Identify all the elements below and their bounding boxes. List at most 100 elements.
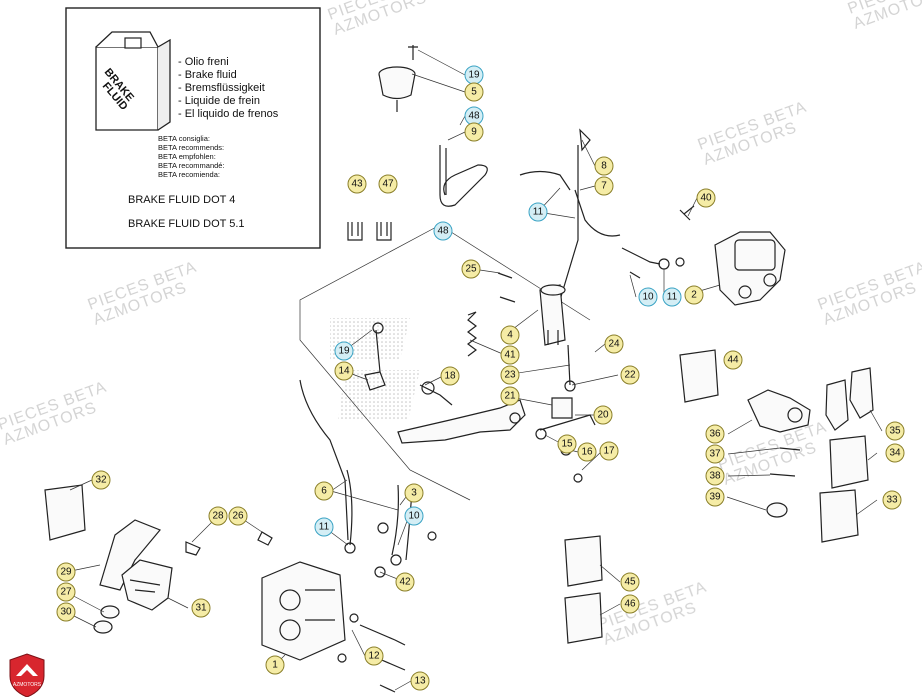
- callout-number: 16: [581, 447, 593, 458]
- callout-number: 48: [468, 111, 480, 122]
- callout-circle: [461, 259, 481, 279]
- callout-circle: [885, 443, 905, 463]
- fluid-dot51: BRAKE FLUID DOT 5.1: [128, 218, 245, 230]
- callout-45: 45: [620, 572, 640, 592]
- callout-number: 37: [709, 449, 721, 460]
- callout-number: 15: [561, 439, 573, 450]
- callout-circle: [500, 325, 520, 345]
- callout-22: 22: [620, 365, 640, 385]
- callout-circle: [265, 655, 285, 675]
- fluid-dot4: BRAKE FLUID DOT 4: [128, 194, 235, 206]
- callout-9: 9: [464, 122, 484, 142]
- callout-13: 13: [410, 671, 430, 691]
- rear-caliper-bracket: [747, 389, 811, 433]
- callout-circle: [662, 287, 682, 307]
- callout-number: 30: [60, 607, 72, 618]
- callout-circle: [723, 350, 743, 370]
- callout-32: 32: [91, 470, 111, 490]
- lang-line-5: - El liquido de frenos: [178, 108, 279, 120]
- callout-number: 28: [212, 511, 224, 522]
- recommends-line-2: BETA recommends:: [158, 143, 224, 152]
- callout-number: 6: [321, 486, 327, 497]
- callout-circle: [557, 434, 577, 454]
- recommends-line-1: BETA consiglia:: [158, 134, 210, 143]
- callout-circle: [208, 506, 228, 526]
- lang-line-1: - Olio freni: [178, 56, 229, 68]
- rear-brake-pedal: [397, 399, 526, 444]
- callout-40: 40: [696, 188, 716, 208]
- callout-circle: [464, 122, 484, 142]
- callout-number: 27: [60, 587, 72, 598]
- logo-text: AZMOTORS: [13, 682, 42, 688]
- callout-circle: [696, 188, 716, 208]
- callout-number: 4: [507, 330, 513, 341]
- callout-number: 31: [195, 603, 207, 614]
- callout-number: 41: [504, 350, 516, 361]
- callout-circle: [395, 572, 415, 592]
- rear-master-cylinder: [539, 284, 566, 346]
- callout-number: 2: [691, 290, 697, 301]
- callout-20: 20: [593, 405, 613, 425]
- callout-circle: [404, 483, 424, 503]
- callout-circle: [593, 405, 613, 425]
- callout-number: 10: [642, 292, 654, 303]
- callout-number: 21: [504, 391, 516, 402]
- callout-number: 32: [95, 475, 107, 486]
- lang-line-2: - Brake fluid: [178, 69, 237, 81]
- callout-circle: [56, 562, 76, 582]
- callout-number: 38: [709, 471, 721, 482]
- callout-39: 39: [705, 487, 725, 507]
- callout-28: 28: [208, 506, 228, 526]
- callout-circle: [347, 174, 367, 194]
- callout-33: 33: [882, 490, 902, 510]
- callout-16: 16: [577, 442, 597, 462]
- recommends-line-3: BETA empfohlen:: [158, 152, 216, 161]
- front-caliper: [261, 561, 346, 661]
- callout-11: 11: [528, 202, 548, 222]
- callout-number: 20: [597, 410, 609, 421]
- callout-number: 40: [700, 193, 712, 204]
- callout-circle: [464, 82, 484, 102]
- callout-18: 18: [440, 366, 460, 386]
- callout-circle: [91, 470, 111, 490]
- callout-number: 36: [709, 429, 721, 440]
- recommends-line-4: BETA recommandé:: [158, 161, 225, 170]
- callout-number: 39: [709, 492, 721, 503]
- callout-5: 5: [464, 82, 484, 102]
- callout-number: 5: [471, 87, 477, 98]
- callout-circle: [228, 506, 248, 526]
- callout-14: 14: [334, 361, 354, 381]
- parts-line-art: [44, 45, 874, 693]
- brake-fluid-info-box: BRAKE FLUID - Olio freni - Brake fluid -…: [65, 7, 321, 249]
- callout-37: 37: [705, 444, 725, 464]
- callout-48: 48: [464, 106, 484, 126]
- callout-47: 47: [378, 174, 398, 194]
- callout-circle: [404, 506, 424, 526]
- callout-number: 43: [351, 179, 363, 190]
- callout-number: 17: [603, 446, 615, 457]
- callout-46: 46: [620, 594, 640, 614]
- callout-circle: [885, 421, 905, 441]
- brake-fluid-can-icon: BRAKE FLUID: [95, 31, 171, 131]
- callout-number: 12: [368, 651, 380, 662]
- callout-number: 44: [727, 355, 739, 366]
- callout-48: 48: [433, 221, 453, 241]
- callout-number: 9: [471, 127, 477, 138]
- callout-36: 36: [705, 424, 725, 444]
- callout-circle: [705, 466, 725, 486]
- callout-26: 26: [228, 506, 248, 526]
- leader-lines: [65, 49, 883, 691]
- callout-number: 7: [601, 181, 607, 192]
- callout-number: 19: [468, 70, 480, 81]
- rear-brake-reservoir: [378, 45, 418, 112]
- callout-circle: [56, 582, 76, 602]
- callout-circle: [440, 366, 460, 386]
- callout-circle: [594, 156, 614, 176]
- callout-number: 13: [414, 676, 426, 687]
- callout-circle: [500, 386, 520, 406]
- callout-circle: [364, 646, 384, 666]
- callout-circle: [620, 572, 640, 592]
- callout-circle: [500, 345, 520, 365]
- callout-circle: [500, 365, 520, 385]
